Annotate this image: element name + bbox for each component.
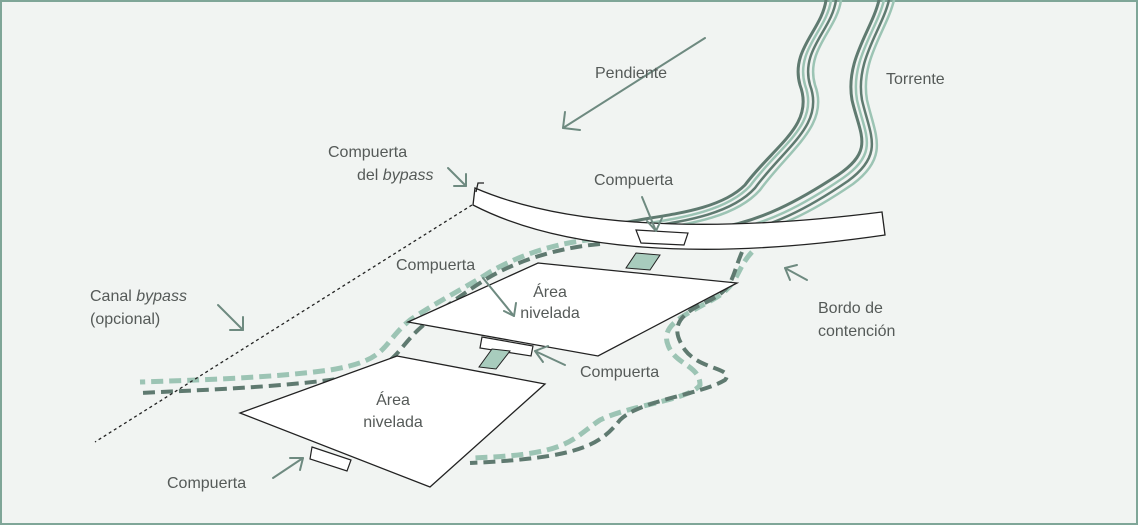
connector-lower [478, 348, 511, 370]
annotation-arrows [217, 37, 808, 479]
levee-gate-arrow [641, 196, 663, 232]
levee-label-line2: contención [818, 323, 895, 340]
levee-gate-label: Compuerta [594, 172, 673, 189]
flood-left-light [139, 235, 613, 385]
bypass-canal-label: Canal bypass [90, 288, 187, 305]
upper-plate-gate [479, 336, 534, 357]
flood-left-dark [139, 242, 601, 395]
bottom-gate-arrow [272, 457, 304, 479]
bypass-gate-arrow [447, 167, 467, 187]
levee-label-line1: Bordo de [818, 300, 883, 317]
levee-band [472, 187, 886, 250]
bypass-canal-label-italic: bypass [136, 288, 187, 305]
bypass-gate-label-italic: bypass [383, 167, 434, 184]
bypass-canal-line [94, 204, 473, 443]
stream-left-dark [608, 0, 828, 228]
upper-plate-gate-arrow [482, 277, 517, 317]
lower-plate-gate [309, 446, 352, 472]
upper-plate-gate-label: Compuerta [396, 257, 475, 274]
upper-area-label-line1: Área [533, 282, 567, 301]
bypass-canal-label-prefix: Canal [90, 288, 136, 305]
stream-left-light1 [610, 0, 833, 232]
lower-area-label-line1: Área [376, 390, 410, 409]
levee-gate [635, 229, 689, 246]
slope-label: Pendiente [595, 65, 667, 82]
middle-gate-arrow [534, 345, 566, 366]
levee-label-arrow [784, 264, 808, 281]
stream-left-light2 [614, 0, 843, 238]
slope-arrow [562, 37, 706, 131]
bypass-gate-label: Compuerta [328, 144, 407, 161]
lower-leveled-area [238, 355, 547, 488]
flood-dashed-paths [139, 235, 754, 465]
stream-right-dark2 [722, 0, 891, 237]
torrent-streams [608, 0, 896, 240]
bottom-gate-label: Compuerta [167, 475, 246, 492]
bypass-gate-label-prefix: del [357, 167, 383, 184]
stream-right-light1 [718, 0, 886, 234]
stream-right-dark [714, 0, 881, 230]
upper-area-label-line2: nivelada [520, 305, 580, 322]
torrent-label: Torrente [886, 71, 945, 88]
lower-area-label-line2: nivelada [363, 414, 423, 431]
stream-right-light2 [726, 0, 896, 240]
middle-gate-label: Compuerta [580, 364, 659, 381]
bypass-canal-arrow [217, 304, 244, 331]
stream-left-dark2 [612, 0, 838, 235]
bypass-canal-optional-label: (opcional) [90, 311, 160, 328]
bypass-gate-marker [475, 182, 484, 193]
bypass-gate-label-line2: del bypass [357, 167, 434, 184]
connector-upper [625, 252, 661, 271]
